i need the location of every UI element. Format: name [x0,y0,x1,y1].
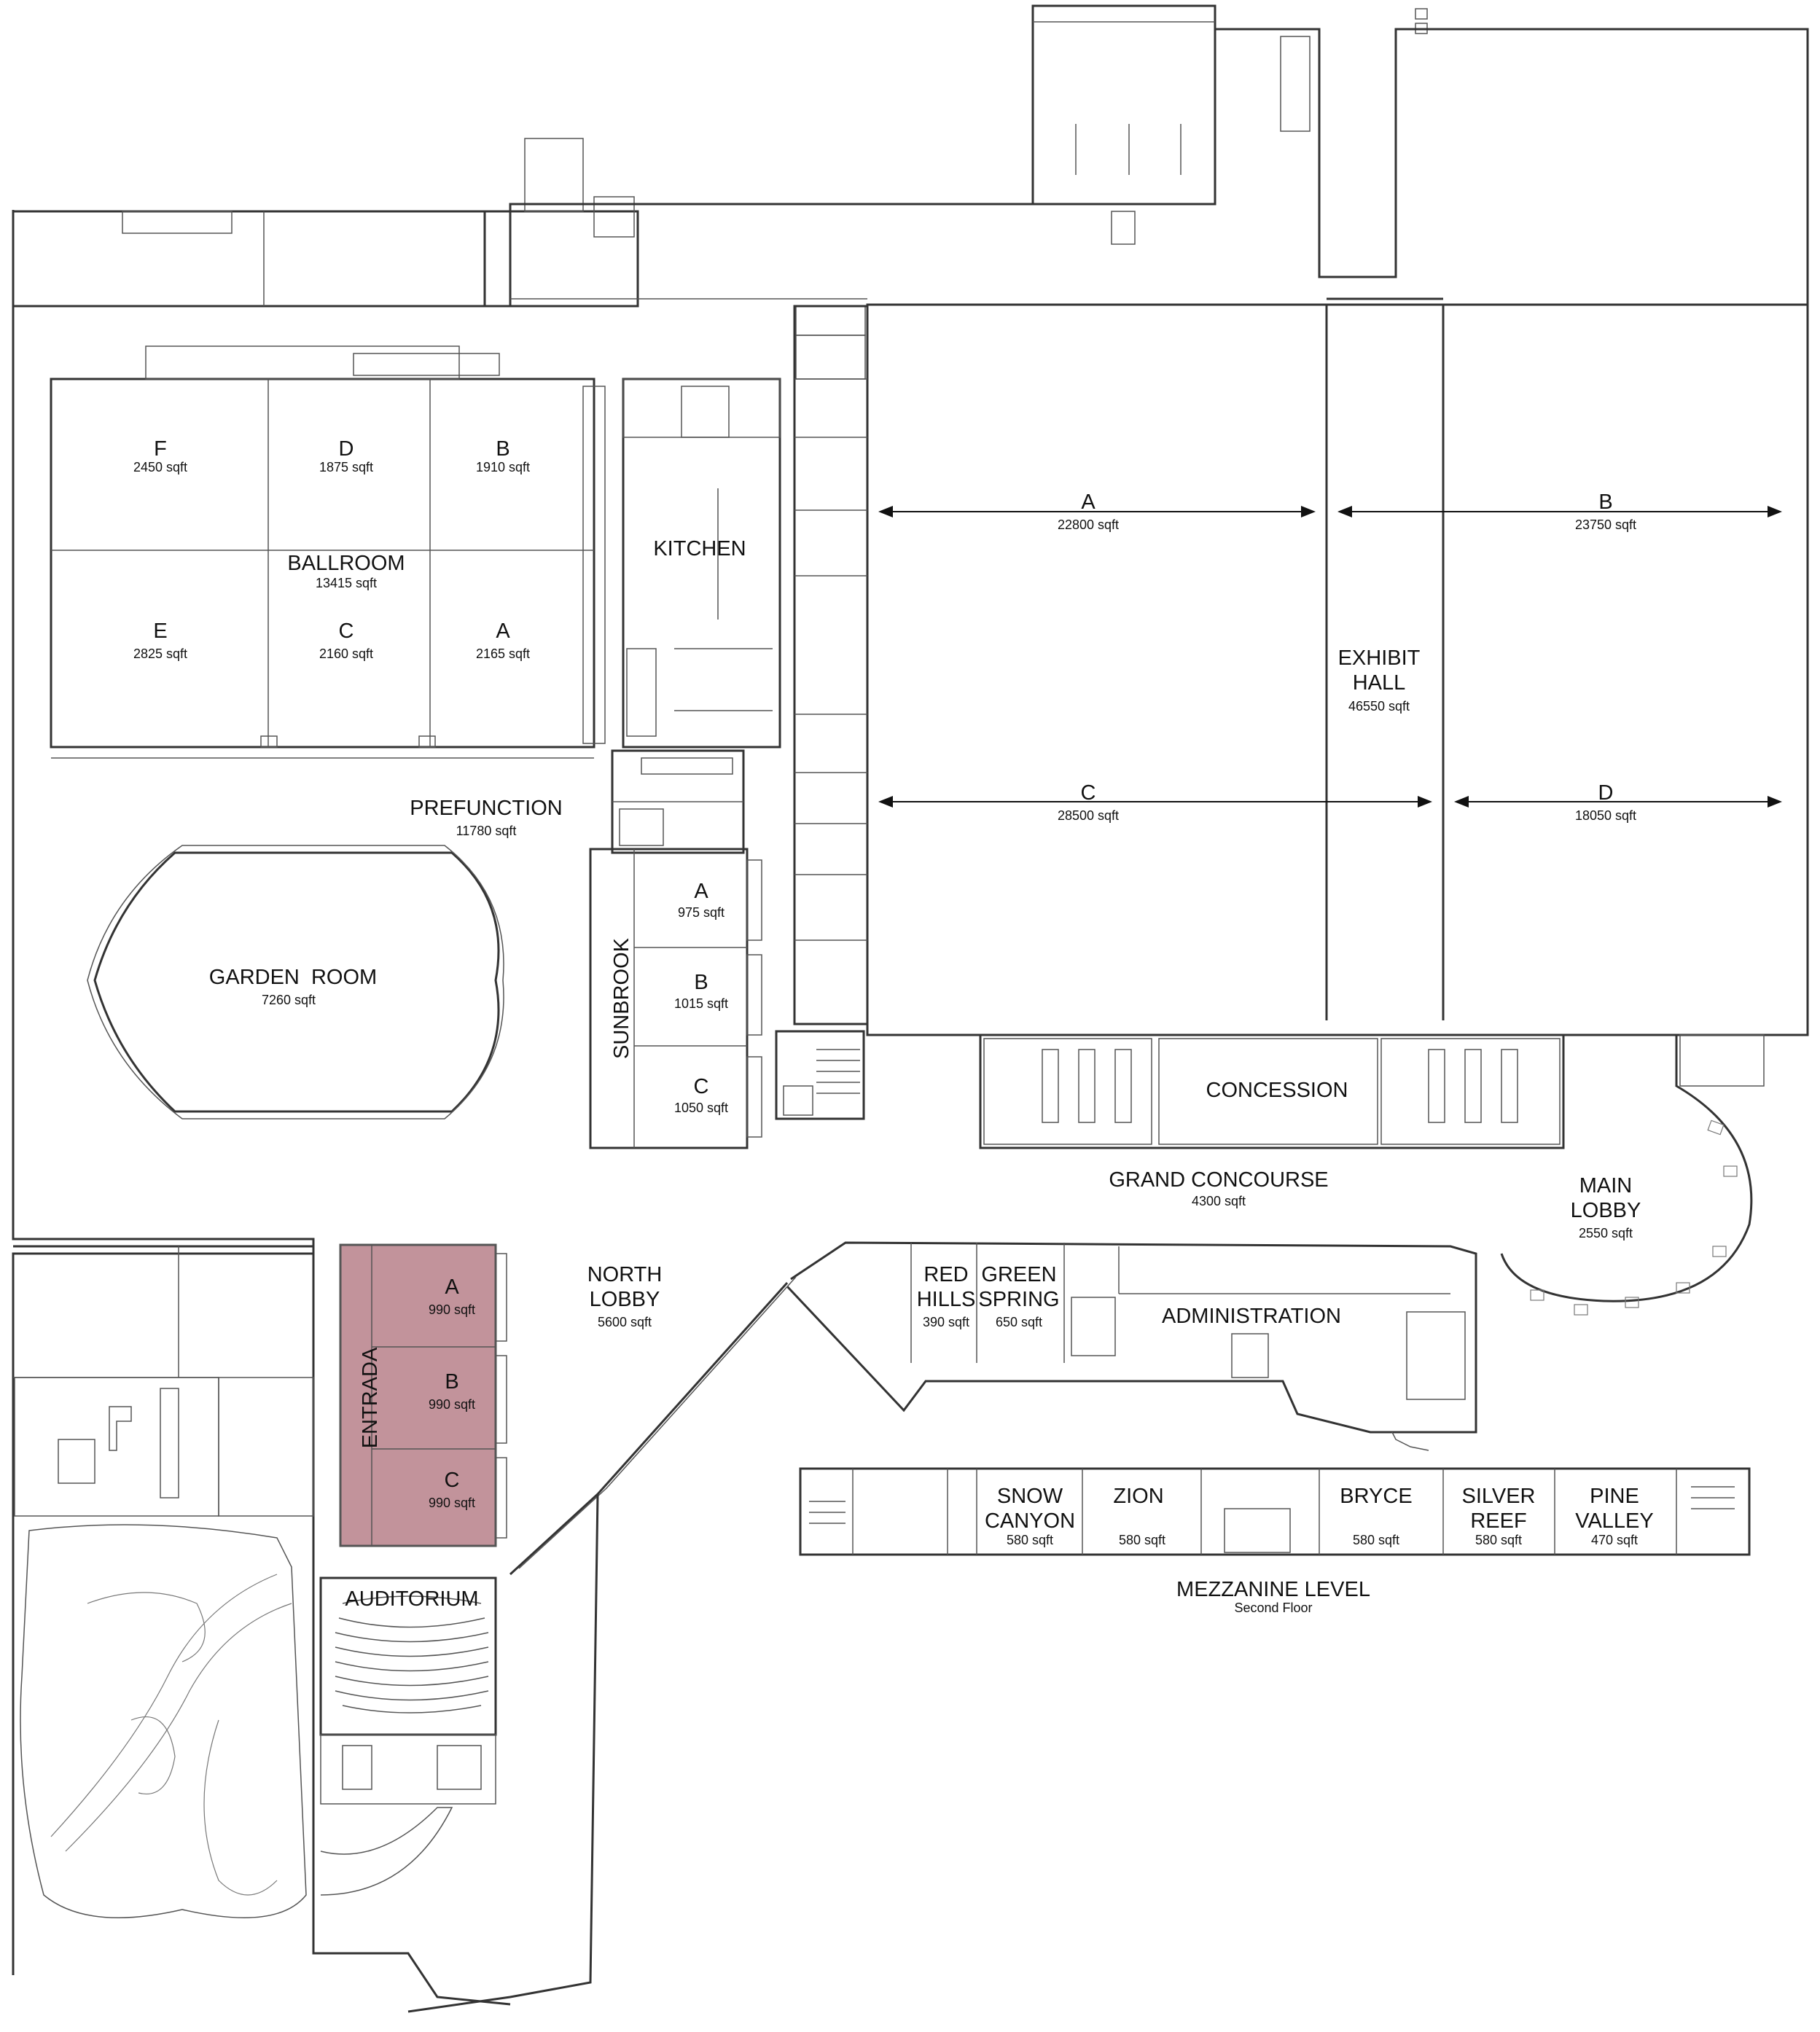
room-area-exhibit-a: 22800 sqft [1058,517,1119,532]
room-name-sunbrook-b: B [694,971,708,994]
room-area-red-hills: 390 sqft [923,1315,969,1329]
room-area-entrada-b: 990 sqft [429,1397,475,1412]
room-name-red-hills-line2: HILLS [917,1288,976,1311]
arrow-heads [878,506,1782,808]
room-name-north-lobby-line2: LOBBY [590,1288,660,1311]
room-area-garden-room: 7260 sqft [262,993,316,1007]
room-area-north-lobby: 5600 sqft [598,1315,652,1329]
room-area-sunbrook-c: 1050 sqft [674,1101,728,1115]
room-name-exhibit-hall-line2: HALL [1353,671,1406,695]
room-name-ballroom: BALLROOM [287,552,405,575]
kitchen-block [611,305,869,1025]
loading-dock [1031,4,1428,245]
room-name-entrada: ENTRADA [359,1347,382,1448]
room-name-green-spring-line2: SPRING [978,1288,1059,1311]
room-name-kitchen: KITCHEN [653,537,746,560]
mezzanine-title: MEZZANINE LEVEL [1176,1578,1370,1601]
room-area-silver-reef: 580 sqft [1475,1533,1522,1547]
room-name-prefunction: PREFUNCTION [410,797,562,820]
room-area-snow-canyon: 580 sqft [1007,1533,1053,1547]
room-area-zion: 580 sqft [1119,1533,1165,1547]
building-walls [12,28,1809,1975]
room-area-ballroom-a: 2165 sqft [476,646,530,661]
room-area-ballroom-f: 2450 sqft [133,460,187,474]
room-name-exhibit-c: C [1081,781,1096,805]
room-name-red-hills-line1: RED [923,1263,968,1286]
room-name-pine-valley-line2: VALLEY [1575,1509,1653,1533]
sunbrook-block [589,848,762,1149]
ballroom-block [50,345,606,759]
room-name-snow-canyon-line1: SNOW [997,1485,1063,1508]
room-area-grand-concourse: 4300 sqft [1192,1194,1246,1208]
room-area-ballroom-c: 2160 sqft [319,646,373,661]
room-name-bryce: BRYCE [1340,1485,1412,1508]
room-name-entrada-b: B [445,1370,458,1394]
room-area-prefunction: 11780 sqft [456,824,517,838]
room-name-ballroom-f: F [154,437,167,461]
stair-block [775,1030,865,1120]
room-name-exhibit-hall-line1: EXHIBIT [1338,646,1421,670]
room-name-ballroom-d: D [339,437,354,461]
room-area-exhibit-d: 18050 sqft [1575,808,1636,823]
room-labels: F 2450 sqft D 1875 sqft B 1910 sqft BALL… [133,437,1654,1615]
north-lobby-wall [407,1276,797,2013]
room-area-sunbrook-a: 975 sqft [678,905,725,920]
room-name-silver-reef-line2: REEF [1470,1509,1526,1533]
room-name-main-lobby-line1: MAIN [1579,1174,1633,1197]
room-area-exhibit-b: 23750 sqft [1575,517,1636,532]
room-name-exhibit-d: D [1598,781,1614,805]
room-name-zion: ZION [1113,1485,1163,1508]
room-name-auditorium: AUDITORIUM [345,1587,478,1611]
room-name-concession: CONCESSION [1206,1079,1348,1102]
room-name-entrada-a: A [445,1275,459,1299]
west-wing [13,1245,511,2006]
room-area-bryce: 580 sqft [1353,1533,1399,1547]
room-area-sunbrook-b: 1015 sqft [674,996,728,1011]
room-name-north-lobby-line1: NORTH [587,1263,663,1286]
room-name-exhibit-a: A [1081,491,1095,514]
room-name-ballroom-e: E [153,620,167,643]
room-name-ballroom-c: C [339,620,354,643]
room-name-entrada-c: C [445,1469,460,1492]
room-name-green-spring-line1: GREEN [981,1263,1056,1286]
admin-wing [786,1241,1477,1451]
room-area-ballroom: 13415 sqft [316,576,377,590]
room-area-ballroom-b: 1910 sqft [476,460,530,474]
room-area-main-lobby: 2550 sqft [1579,1226,1633,1240]
mezzanine-block [799,1467,1751,1556]
room-name-sunbrook: SUNBROOK [610,937,633,1059]
garden-room-shape [87,845,504,1119]
room-area-exhibit-c: 28500 sqft [1058,808,1119,823]
room-name-ballroom-b: B [496,437,509,461]
room-name-grand-concourse: GRAND CONCOURSE [1109,1168,1328,1192]
room-name-silver-reef-line1: SILVER [1461,1485,1535,1508]
exhibit-dimension-arrows [882,511,1778,802]
room-name-snow-canyon-line2: CANYON [985,1509,1075,1533]
room-name-main-lobby-line2: LOBBY [1571,1199,1641,1222]
mezzanine-subtitle: Second Floor [1234,1601,1312,1615]
room-name-sunbrook-c: C [694,1075,709,1098]
room-area-entrada-a: 990 sqft [429,1302,475,1317]
room-area-ballroom-e: 2825 sqft [133,646,187,661]
room-name-sunbrook-a: A [694,880,708,903]
concourse-restrooms [979,1033,1565,1149]
room-area-ballroom-d: 1875 sqft [319,460,373,474]
main-lobby-curve [1500,1034,1765,1316]
room-name-ballroom-a: A [496,620,510,643]
room-area-exhibit-hall: 46550 sqft [1348,699,1410,714]
room-name-garden-room: GARDEN ROOM [209,966,377,989]
auditorium-block [319,1576,497,1896]
room-name-exhibit-b: B [1598,491,1612,514]
room-name-administration: ADMINISTRATION [1162,1305,1341,1328]
entrada-block [339,1243,507,1547]
room-area-entrada-c: 990 sqft [429,1496,475,1510]
room-area-green-spring: 650 sqft [996,1315,1042,1329]
room-name-pine-valley-line1: PINE [1590,1485,1639,1508]
room-area-pine-valley: 470 sqft [1591,1533,1638,1547]
